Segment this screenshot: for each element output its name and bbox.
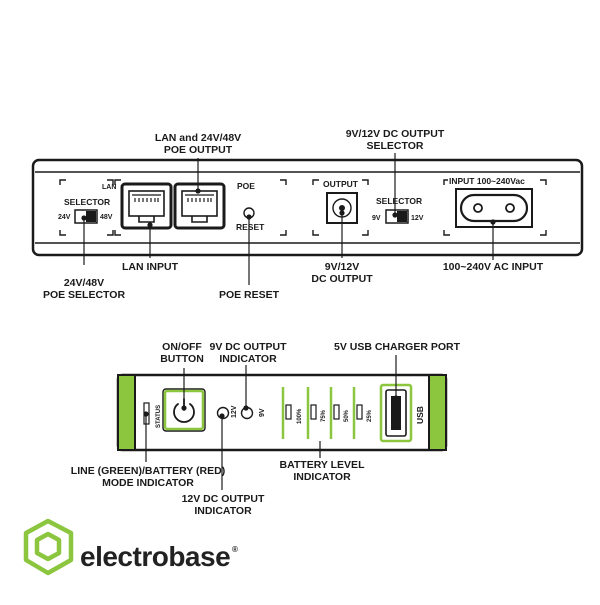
dc-output-selector-label-2: SELECTOR — [367, 140, 424, 152]
battery-25-label: 25% — [367, 409, 373, 422]
dc-output-bracket — [312, 179, 369, 236]
battery-led-50 — [333, 404, 340, 420]
battery-led-25 — [356, 404, 363, 420]
dc-9v-mark: 9V — [372, 215, 381, 222]
lan-input-label: LAN INPUT — [122, 261, 179, 273]
lan-poe-output-label-2: POE OUTPUT — [164, 144, 233, 156]
electrobase-logo: electrobase ® — [23, 518, 238, 576]
dc-output-label-2: DC OUTPUT — [311, 273, 373, 285]
dc-output-label-1: 9V/12V — [325, 261, 359, 273]
dc9v-indicator-label-1: 9V DC OUTPUT — [209, 341, 287, 353]
electrobase-logo-mark — [23, 518, 74, 576]
usb-charger-port[interactable] — [379, 383, 413, 443]
poe-selector-label-2: POE SELECTOR — [43, 289, 125, 301]
lan-poe-bracket — [114, 179, 287, 236]
dc-9v-printed-label: 9V — [259, 408, 266, 417]
poe-selector-bracket — [59, 179, 114, 236]
dc9v-indicator-label-2: INDICATOR — [219, 353, 277, 365]
mode-indicator-label-2: MODE INDICATOR — [102, 477, 194, 489]
poe-voltage-switch-knob[interactable] — [86, 211, 96, 222]
ac-input-bracket — [443, 179, 547, 236]
poe-printed-label: POE — [237, 181, 255, 191]
front-panel: STATUS 12V 9V 100% 75% 50% 2 — [71, 341, 461, 517]
onoff-label-2: BUTTON — [160, 353, 204, 365]
poe-selector-label-1: 24V/48V — [64, 277, 104, 289]
lan-poe-output-label-1: LAN and 24V/48V — [155, 132, 241, 144]
lan-printed-label: LAN — [102, 184, 116, 191]
output-printed-label: OUTPUT — [323, 179, 359, 189]
dc12v-indicator-label-1: 12V DC OUTPUT — [182, 493, 265, 505]
mode-indicator-label-1: LINE (GREEN)/BATTERY (RED) — [71, 465, 225, 477]
ac-input-printed-label: INPUT 100~240Vac — [449, 176, 525, 186]
battery-level-label-2: INDICATOR — [293, 471, 351, 483]
poe-48v-mark: 48V — [100, 214, 113, 221]
poe-output-port[interactable] — [173, 182, 226, 230]
lan-input-port[interactable] — [120, 182, 173, 230]
dc-12v-mark: 12V — [411, 215, 424, 222]
back-callout-lines — [81, 153, 496, 285]
reset-printed-label: RESET — [236, 222, 265, 232]
electrobase-logo-registered: ® — [232, 545, 238, 554]
front-callout-lines — [143, 355, 399, 490]
ac-input-label: 100~240V AC INPUT — [443, 261, 544, 273]
battery-50-label: 50% — [344, 409, 350, 422]
battery-led-75 — [310, 404, 317, 420]
dc-output-selector-label-1: 9V/12V DC OUTPUT — [346, 128, 445, 140]
poe-24v-mark: 24V — [58, 214, 71, 221]
battery-75-label: 75% — [321, 409, 327, 422]
battery-level-label-1: BATTERY LEVEL — [280, 459, 366, 471]
dc-voltage-switch-knob[interactable] — [397, 211, 407, 222]
dc-12v-printed-label: 12V — [231, 405, 238, 418]
onoff-label-1: ON/OFF — [162, 341, 202, 353]
dc-selector-printed-label: SELECTOR — [376, 196, 422, 206]
poe-selector-printed-label: SELECTOR — [64, 197, 110, 207]
dc12v-indicator-label-2: INDICATOR — [194, 505, 252, 517]
usb-printed-label: USB — [415, 406, 425, 424]
front-left-endcap — [117, 374, 136, 451]
battery-100-label: 100% — [297, 408, 303, 424]
battery-led-100 — [285, 404, 292, 420]
usb-port-label: 5V USB CHARGER PORT — [334, 341, 461, 353]
back-panel: SELECTOR 24V 48V LAN POE RESET — [31, 128, 584, 301]
electrobase-logo-text: electrobase — [80, 541, 230, 572]
status-printed-label: STATUS — [156, 405, 162, 428]
poe-reset-label: POE RESET — [219, 289, 280, 301]
front-right-endcap — [428, 374, 447, 451]
battery-level-indicator: 100% 75% 50% 25% — [281, 387, 373, 439]
